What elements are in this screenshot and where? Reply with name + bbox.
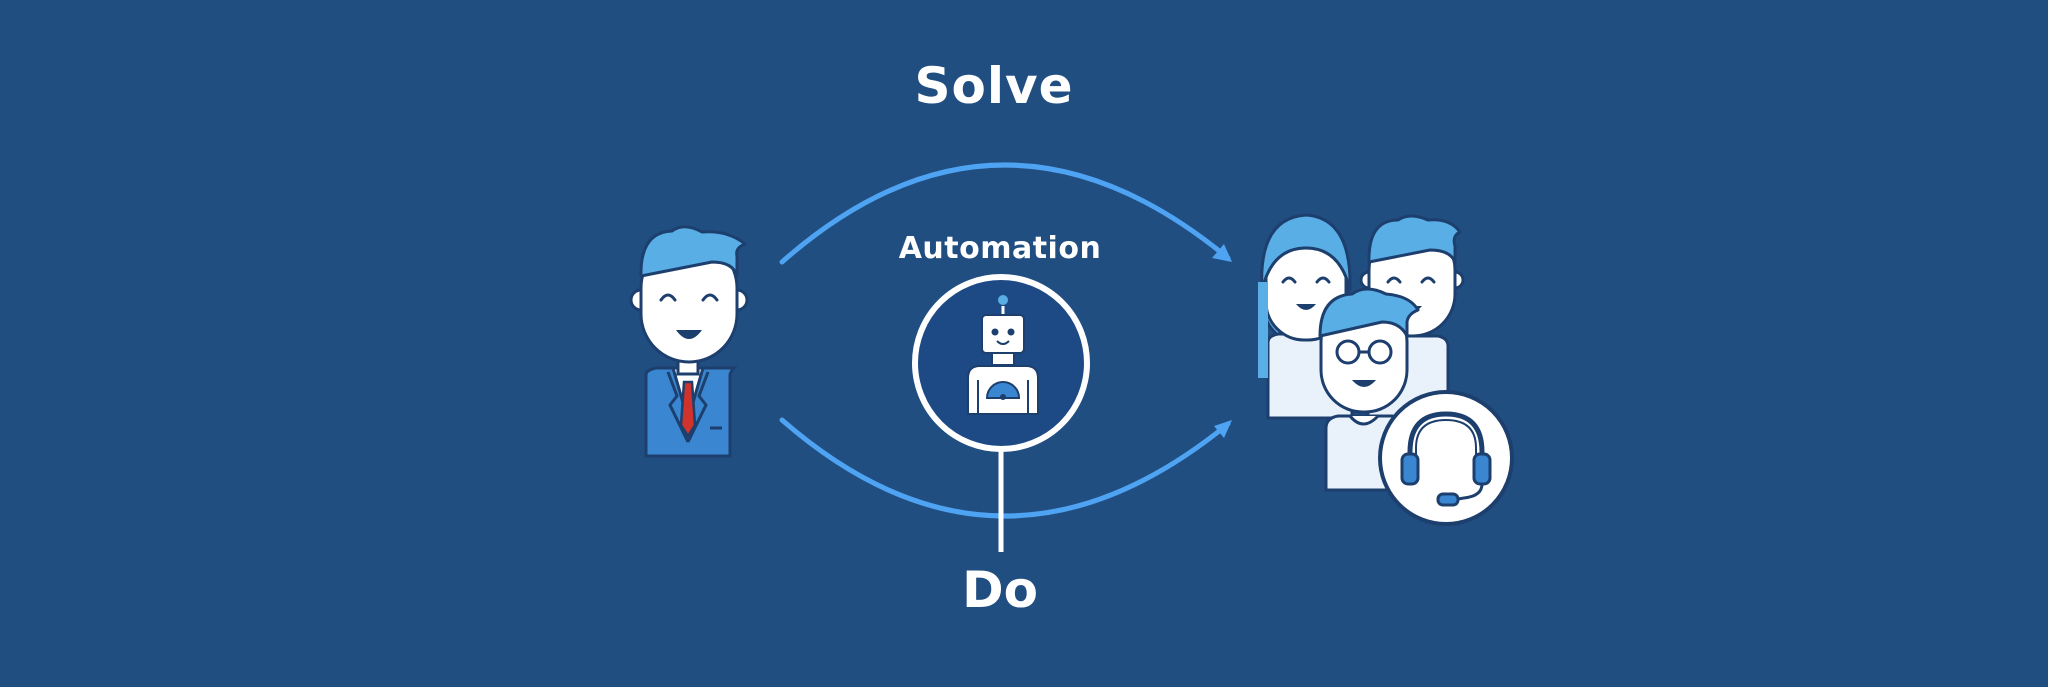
businessman-icon: [629, 225, 749, 458]
automation-label: Automation: [898, 231, 1102, 266]
robot-icon: [912, 274, 1090, 452]
solve-label: Solve: [914, 57, 1074, 115]
solve-arrowhead: [1212, 244, 1232, 262]
solve-arrow: [779, 162, 1231, 265]
headset-icon: [1378, 390, 1514, 526]
do-arrowhead: [1214, 420, 1232, 438]
do-label: Do: [962, 561, 1038, 619]
